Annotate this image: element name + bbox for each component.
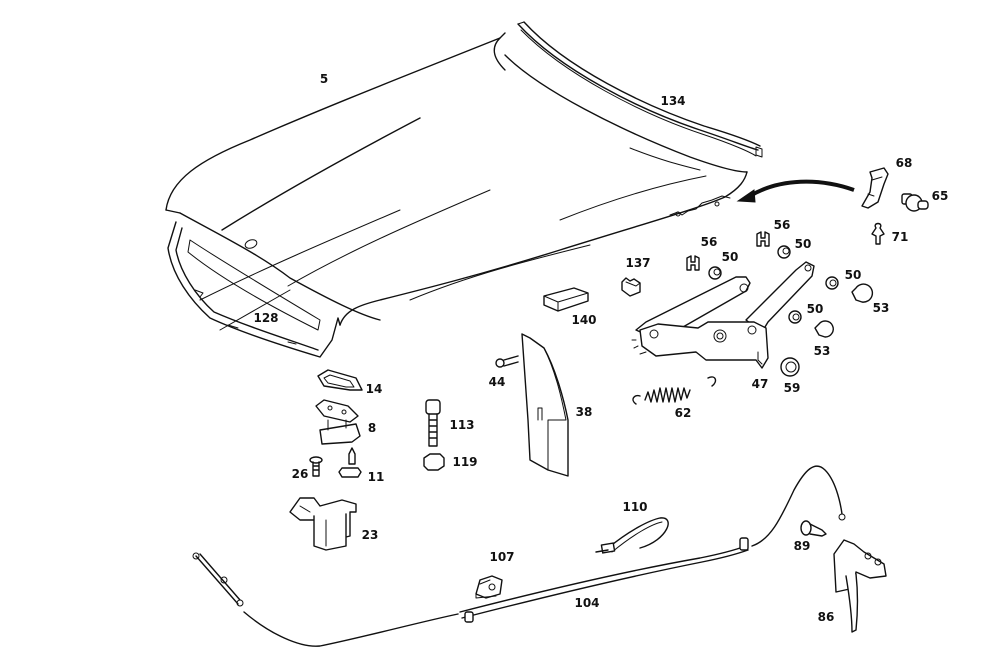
release-handle-86-drawing bbox=[833, 539, 887, 633]
gasket-14-drawing bbox=[317, 369, 363, 391]
callout-clip-137: 137 bbox=[625, 256, 651, 270]
clip-71-drawing bbox=[871, 222, 885, 245]
release-cable-104-drawing bbox=[192, 465, 846, 647]
callout-hood-lock: 8 bbox=[367, 421, 377, 435]
callout-clip-56a: 56 bbox=[700, 235, 718, 249]
callout-bumper-53a: 53 bbox=[872, 301, 890, 315]
screw-11-drawing bbox=[338, 447, 362, 478]
callout-hood: 5 bbox=[319, 72, 329, 86]
callout-nut-119: 119 bbox=[452, 455, 478, 469]
callout-nut-59: 59 bbox=[783, 381, 801, 395]
bushings-50-drawing bbox=[708, 245, 839, 324]
callout-hinge: 47 bbox=[751, 377, 769, 391]
callout-bolt-113: 113 bbox=[449, 418, 475, 432]
cover-38-drawing bbox=[521, 333, 569, 477]
bolt-113-drawing bbox=[425, 399, 441, 447]
callout-clip-71: 71 bbox=[891, 230, 909, 244]
callout-screw-89: 89 bbox=[793, 539, 811, 553]
callout-screw-11: 11 bbox=[367, 470, 385, 484]
arrow-indicator bbox=[736, 179, 855, 203]
callout-rivet-44: 44 bbox=[488, 375, 506, 389]
callout-hood-seal: 134 bbox=[660, 94, 686, 108]
callout-spring: 62 bbox=[674, 406, 692, 420]
hinge-47-drawing bbox=[631, 261, 815, 369]
screw-26-drawing bbox=[309, 456, 323, 477]
nut-59-drawing bbox=[780, 357, 800, 377]
callout-pad-140: 140 bbox=[571, 313, 597, 327]
callout-release-cable: 104 bbox=[574, 596, 600, 610]
callout-cable-tie: 110 bbox=[622, 500, 648, 514]
nut-119-drawing bbox=[423, 453, 445, 471]
callout-bushing-50c: 50 bbox=[844, 268, 862, 282]
callout-screw-26: 26 bbox=[291, 467, 309, 481]
hood-drawing bbox=[165, 32, 748, 358]
callout-bushing-50a: 50 bbox=[721, 250, 739, 264]
callout-bumper-53b: 53 bbox=[813, 344, 831, 358]
callout-clip-56b: 56 bbox=[773, 218, 791, 232]
clip-137-drawing bbox=[621, 277, 641, 297]
callout-bracket: 68 bbox=[895, 156, 913, 170]
lock-lower-23-drawing bbox=[289, 497, 357, 551]
callout-release-handle: 86 bbox=[817, 610, 835, 624]
callout-cable-holder: 107 bbox=[489, 550, 515, 564]
clip-56b-drawing bbox=[756, 231, 770, 247]
hood-lock-8-drawing bbox=[315, 399, 361, 445]
callout-lock-lower: 23 bbox=[361, 528, 379, 542]
callout-gasket: 14 bbox=[365, 382, 383, 396]
callout-cover-38: 38 bbox=[575, 405, 593, 419]
bolt-65-drawing bbox=[901, 193, 929, 212]
hood-seal-drawing bbox=[517, 21, 763, 158]
callout-bushing-50b: 50 bbox=[794, 237, 812, 251]
callout-insulation: 128 bbox=[253, 311, 279, 325]
clip-56a-drawing bbox=[686, 255, 700, 271]
screw-89-drawing bbox=[800, 520, 827, 537]
cable-holder-107-drawing bbox=[475, 575, 503, 599]
pad-140-drawing bbox=[543, 287, 589, 312]
rivet-44-drawing bbox=[495, 355, 519, 368]
bumpers-53-drawing bbox=[814, 283, 874, 338]
callout-bushing-50d: 50 bbox=[806, 302, 824, 316]
callout-bolt-65: 65 bbox=[931, 189, 949, 203]
bracket-68-drawing bbox=[861, 167, 889, 209]
cable-tie-110-drawing bbox=[595, 517, 669, 554]
spring-62-drawing bbox=[632, 376, 717, 405]
